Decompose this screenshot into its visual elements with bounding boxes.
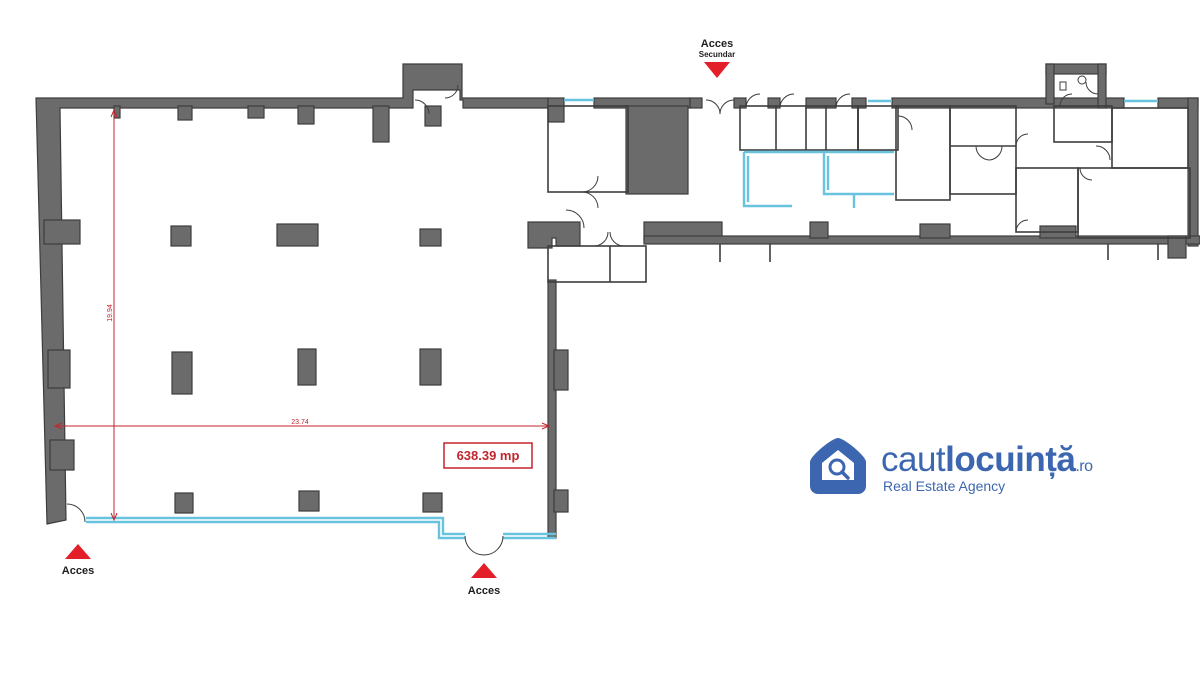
access-bottom-label: Acces [468, 585, 500, 597]
access-top-label: Acces [701, 38, 733, 50]
access-left-label: Acces [62, 565, 94, 577]
brand-tld: .ro [1075, 458, 1093, 475]
brand-name-part1: caut [881, 440, 946, 479]
access-marker-left: Acces [62, 544, 94, 577]
area-label: 638.39 mp [443, 442, 533, 469]
brand-name-part2: locuință [945, 440, 1076, 479]
access-marker-bottom: Acces [468, 563, 500, 597]
main-hall [35, 63, 581, 556]
brand-tagline: Real Estate Agency [883, 478, 1006, 494]
access-top-sub-label: Secundar [699, 50, 735, 59]
brand-logo: cautlocuință.ro Real Estate Agency [808, 436, 1168, 500]
dim-height: 19.94 [107, 304, 114, 322]
middle-block [547, 97, 691, 283]
right-wing [643, 63, 1200, 262]
dim-width: 23.74 [291, 419, 309, 426]
dimension-lines: 19.94 23.74 [53, 108, 551, 522]
brand-name: cautlocuință.ro [881, 440, 1093, 487]
house-search-icon [810, 438, 866, 494]
area-value: 638.39 mp [457, 448, 520, 463]
access-marker-secondary: Acces Secundar [699, 38, 735, 78]
